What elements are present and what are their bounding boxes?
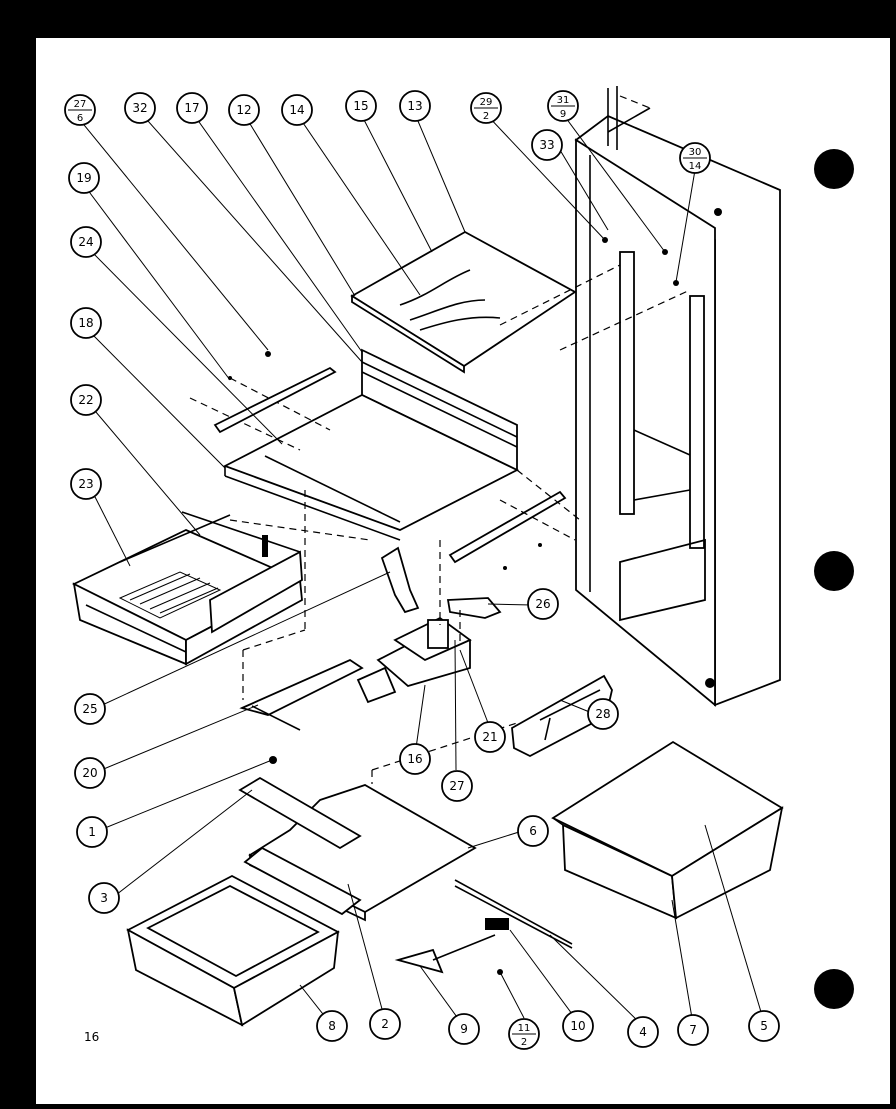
callout-9: 9 (448, 1013, 480, 1045)
callout-4: 4 (627, 1016, 659, 1048)
svg-text:27: 27 (74, 99, 87, 110)
callout-16: 16 (399, 743, 431, 775)
callout-15: 15 (345, 90, 377, 122)
svg-text:14: 14 (689, 161, 702, 172)
callout-13: 13 (399, 90, 431, 122)
svg-text:26: 26 (535, 597, 550, 611)
svg-text:16: 16 (407, 752, 422, 766)
cabinet-liner (574, 86, 781, 707)
svg-text:12: 12 (236, 103, 251, 117)
svg-text:1: 1 (88, 825, 96, 839)
glass-shelf (350, 230, 691, 374)
svg-text:6: 6 (77, 113, 83, 124)
svg-text:7: 7 (689, 1023, 697, 1037)
callout-7: 7 (677, 1014, 709, 1046)
svg-text:28: 28 (595, 707, 610, 721)
callout-2: 2 (369, 1008, 401, 1040)
binder-holes (814, 149, 854, 1009)
callout-20: 20 (74, 757, 106, 789)
callout-32: 32 (124, 92, 156, 124)
callout-19: 19 (68, 162, 100, 194)
svg-text:19: 19 (76, 171, 91, 185)
callout-18: 18 (70, 307, 102, 339)
svg-text:3: 3 (100, 891, 108, 905)
svg-text:30: 30 (689, 147, 702, 158)
callout-6: 6 (517, 815, 549, 847)
callout-10: 10 (562, 1010, 594, 1042)
svg-text:24: 24 (78, 235, 93, 249)
callout-8: 8 (316, 1010, 348, 1042)
callout-22: 22 (70, 384, 102, 416)
page-number: 16 (84, 1030, 100, 1044)
bracket-parts (239, 490, 502, 731)
svg-text:32: 32 (132, 101, 147, 115)
callout-21: 21 (474, 721, 506, 753)
svg-text:14: 14 (289, 103, 304, 117)
callout-27: 27 (441, 770, 473, 802)
svg-text:2: 2 (381, 1017, 389, 1031)
leader-lines (79, 111, 765, 1027)
callout-1: 1 (76, 816, 108, 848)
callout-25: 25 (74, 693, 106, 725)
svg-text:21: 21 (482, 730, 497, 744)
callout-33: 33 (531, 129, 563, 161)
svg-text:2: 2 (521, 1037, 527, 1048)
svg-text:11: 11 (518, 1023, 531, 1034)
pan-assembly (551, 740, 784, 920)
svg-text:20: 20 (82, 766, 97, 780)
callout-5: 5 (748, 1010, 780, 1042)
svg-text:23: 23 (78, 477, 93, 491)
callout-23: 23 (70, 468, 102, 500)
callout-28: 28 (587, 698, 619, 730)
callout-31-9: 319 (547, 90, 579, 122)
svg-text:15: 15 (353, 99, 368, 113)
svg-text:13: 13 (407, 99, 422, 113)
callout-3: 3 (88, 882, 120, 914)
callout-17: 17 (176, 92, 208, 124)
svg-text:10: 10 (570, 1019, 585, 1033)
divider-parts (394, 918, 509, 975)
svg-text:4: 4 (639, 1025, 647, 1039)
callout-24: 24 (70, 226, 102, 258)
callout-26: 26 (527, 588, 559, 620)
svg-text:9: 9 (560, 109, 566, 120)
deli-drawer (71, 511, 303, 666)
crisper-drawer (126, 874, 340, 1027)
svg-text:22: 22 (78, 393, 93, 407)
svg-text:6: 6 (529, 824, 537, 838)
callout-29-2: 292 (470, 92, 502, 124)
svg-text:31: 31 (557, 95, 570, 106)
callout-14: 14 (281, 94, 313, 126)
svg-text:27: 27 (449, 779, 464, 793)
svg-text:18: 18 (78, 316, 93, 330)
svg-text:17: 17 (184, 101, 199, 115)
svg-text:25: 25 (82, 702, 97, 716)
callout-27-6: 276 (64, 94, 96, 126)
svg-text:5: 5 (760, 1019, 768, 1033)
svg-text:8: 8 (328, 1019, 336, 1033)
svg-text:29: 29 (480, 97, 493, 108)
svg-text:33: 33 (539, 138, 554, 152)
svg-text:9: 9 (460, 1022, 468, 1036)
crisper-cover (238, 721, 573, 949)
callout-11-2: 112 (508, 1018, 540, 1050)
svg-text:2: 2 (483, 111, 489, 122)
deli-shelf-frame (189, 348, 581, 570)
callout-12: 12 (228, 94, 260, 126)
